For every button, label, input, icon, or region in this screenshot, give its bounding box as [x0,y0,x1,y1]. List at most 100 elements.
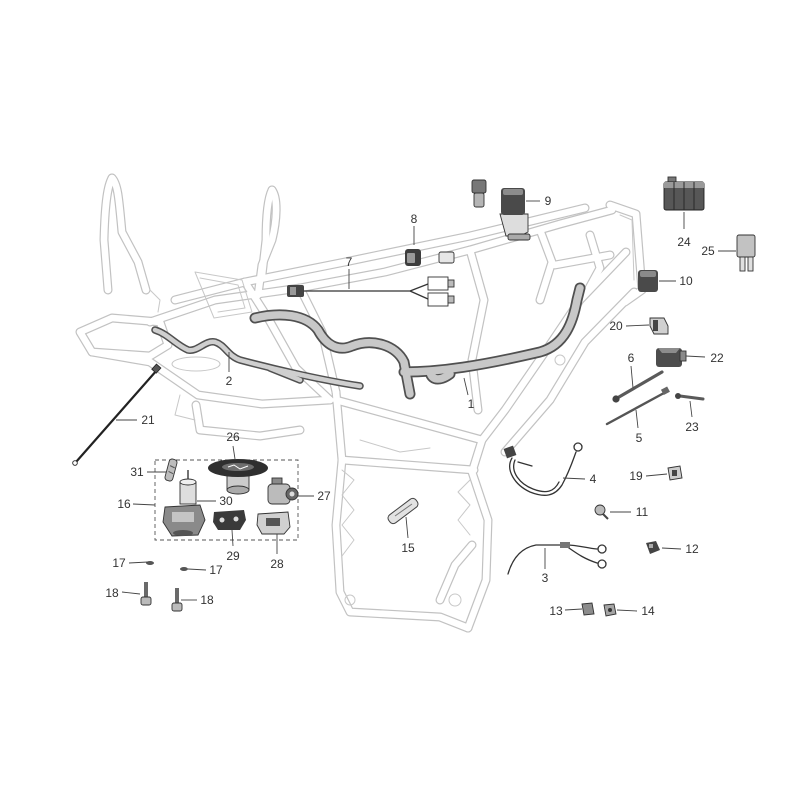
bolt-right [171,588,183,612]
callout-29: 29 [226,529,240,563]
lock-cylinder [179,470,197,505]
callout-18-right: 18 [181,593,214,607]
callout-label-20: 20 [609,319,623,333]
callout-18-left: 18 [105,586,141,600]
harness-clip [646,541,660,554]
callout-26: 26 [226,430,240,460]
callout-label-2: 2 [226,374,233,388]
callout-label-24: 24 [677,235,691,249]
callout-20: 20 [609,319,650,333]
callout-28: 28 [270,534,284,571]
callout-label-28: 28 [270,557,284,571]
callout-label-15: 15 [401,541,415,555]
relay-block [663,176,705,211]
callout-23: 23 [685,400,699,434]
callout-label-23: 23 [685,420,699,434]
callout-label-17-left: 17 [112,556,126,570]
callout-7: 7 [346,255,353,289]
callout-label-30: 30 [219,494,233,508]
callout-label-11: 11 [636,505,649,519]
callout-label-1: 1 [468,397,475,411]
callout-15: 15 [401,516,415,555]
branch-wire-harness [287,276,455,307]
callout-17-left: 17 [112,556,149,570]
blade-fuse [736,234,756,272]
callouts: 1 2 3 4 5 6 7 8 9 10 11 12 13 14 15 16 1… [105,194,736,618]
fastener-clip-b [603,603,617,617]
callout-label-27: 27 [317,489,331,503]
callout-27: 27 [297,489,331,503]
callout-label-16: 16 [117,497,131,511]
callout-label-13: 13 [549,604,563,618]
connector-pair [405,249,455,266]
screw [594,504,609,520]
short-bolt [675,393,705,401]
washer-right [180,567,188,571]
callout-2: 2 [226,352,233,388]
motorcycle-frame [80,178,642,628]
sensor-wire [503,442,583,496]
callout-10: 10 [659,274,693,288]
callout-24: 24 [677,212,691,249]
callout-3: 3 [542,548,549,585]
callout-16: 16 [117,497,156,511]
lock-plate-dark [213,510,246,530]
callout-14: 14 [616,604,655,618]
callout-label-22: 22 [710,351,724,365]
callout-8: 8 [411,212,418,245]
ground-wire [507,542,607,575]
callout-label-25: 25 [701,244,715,258]
callout-31: 31 [130,465,166,479]
callout-4: 4 [562,472,597,486]
callout-13: 13 [549,604,583,618]
callout-9: 9 [526,194,552,208]
callout-12: 12 [661,542,699,556]
wire-clip [649,317,669,335]
connector-with-bracket [499,188,531,241]
callout-label-18-right: 18 [200,593,214,607]
callout-label-10: 10 [679,274,693,288]
callout-label-17-right: 17 [209,563,223,577]
seat-lock [267,477,299,505]
callout-5: 5 [635,409,643,445]
callout-25: 25 [701,244,736,258]
frame-detail-lines [149,214,635,607]
ignition-switch-body [162,504,206,537]
callout-label-9: 9 [545,194,552,208]
callout-1: 1 [463,377,475,411]
callout-label-3: 3 [542,571,549,585]
callout-label-29: 29 [226,549,240,563]
callout-21: 21 [116,413,155,427]
fuel-cap [208,459,268,495]
small-clip [667,465,683,481]
bolt-left [140,582,152,606]
callout-label-12: 12 [685,542,699,556]
mounting-plate [387,497,419,525]
callout-11: 11 [610,505,649,519]
callout-label-7: 7 [346,255,353,269]
cable-tie-short [605,386,670,426]
callout-label-4: 4 [590,472,597,486]
long-bolt [612,370,664,403]
callout-label-21: 21 [141,413,155,427]
connector-small [471,179,487,208]
callout-6: 6 [628,351,635,389]
callout-label-26: 26 [226,430,240,444]
callout-label-14: 14 [641,604,655,618]
callout-label-18-left: 18 [105,586,119,600]
fastener-clip-a [581,602,595,616]
callout-22: 22 [685,351,724,365]
callout-label-5: 5 [636,431,643,445]
connector-block [638,270,658,292]
cable-tie-long [72,363,162,466]
key [164,458,178,482]
callout-19: 19 [629,469,668,483]
callout-17-right: 17 [187,563,223,577]
callout-label-31: 31 [130,465,144,479]
callout-label-8: 8 [411,212,418,226]
rubber-holder [656,348,687,367]
callout-label-6: 6 [628,351,635,365]
callout-label-19: 19 [629,469,643,483]
